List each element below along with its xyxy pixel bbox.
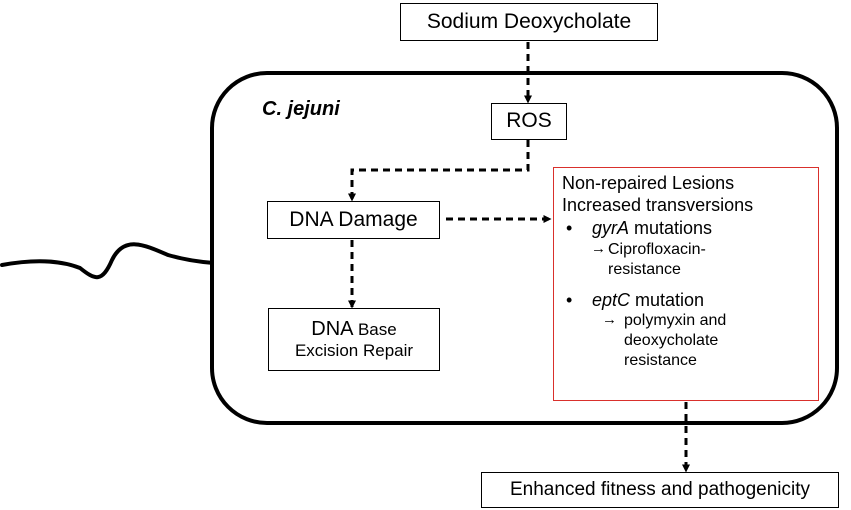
effect-eptc-line-1: polymyxin and <box>624 312 727 330</box>
dna-damage-label: DNA Damage <box>289 207 418 231</box>
ros-box: ROS <box>491 103 567 140</box>
outcome-label: Enhanced fitness and pathogenicity <box>510 479 810 501</box>
organism-label: C. jejuni <box>262 98 340 120</box>
effect-eptc-line-2: deoxycholate <box>624 332 719 350</box>
dna-damage-box: DNA Damage <box>267 201 440 239</box>
effect-gyra-line-1: Ciprofloxacin- <box>608 240 706 258</box>
repair-line-2: Excision Repair <box>294 341 414 361</box>
gene-name-gyra: gyrA <box>592 218 630 239</box>
sodium-deoxycholate-label: Sodium Deoxycholate <box>426 9 632 33</box>
lesions-line-2: Increased transversions <box>562 194 754 215</box>
arrow-ros-to-dna-damage <box>348 140 530 202</box>
repair-line-1-small: Base <box>357 320 397 340</box>
right-arrow-icon: → <box>591 239 606 257</box>
effect-gyra-line-2: resistance <box>608 260 681 278</box>
effect-eptc-line-3: resistance <box>624 352 697 370</box>
lesions-line-1: Non-repaired Lesions <box>562 173 735 193</box>
right-arrow-icon: → <box>602 311 617 329</box>
outcome-box: Enhanced fitness and pathogenicity <box>481 472 839 508</box>
non-repaired-lesions-box: Non-repaired Lesions Increased transvers… <box>553 167 819 401</box>
bullet-eptc-suffix: mutation <box>630 289 705 310</box>
ros-label: ROS <box>506 109 552 133</box>
bullet-dot-icon: • <box>566 218 573 239</box>
bullet-dot-icon: • <box>566 289 573 310</box>
bullet-gyra-suffix: mutations <box>629 218 713 239</box>
flagellum-icon <box>0 242 216 280</box>
sodium-deoxycholate-box: Sodium Deoxycholate <box>400 3 658 41</box>
bullet-eptc: • eptC mutation <box>562 290 812 312</box>
effect-gyra: → Ciprofloxacin- resistance <box>562 240 812 280</box>
effect-eptc: → polymyxin and deoxycholate resistance <box>562 311 812 371</box>
repair-line-1: DNA Base <box>311 318 396 341</box>
base-excision-repair-box: DNA Base Excision Repair <box>268 308 440 371</box>
gene-name-eptc: eptC <box>592 289 631 310</box>
repair-line-1-main: DNA <box>311 318 358 341</box>
bullet-gyra: • gyrA mutations <box>562 218 812 240</box>
